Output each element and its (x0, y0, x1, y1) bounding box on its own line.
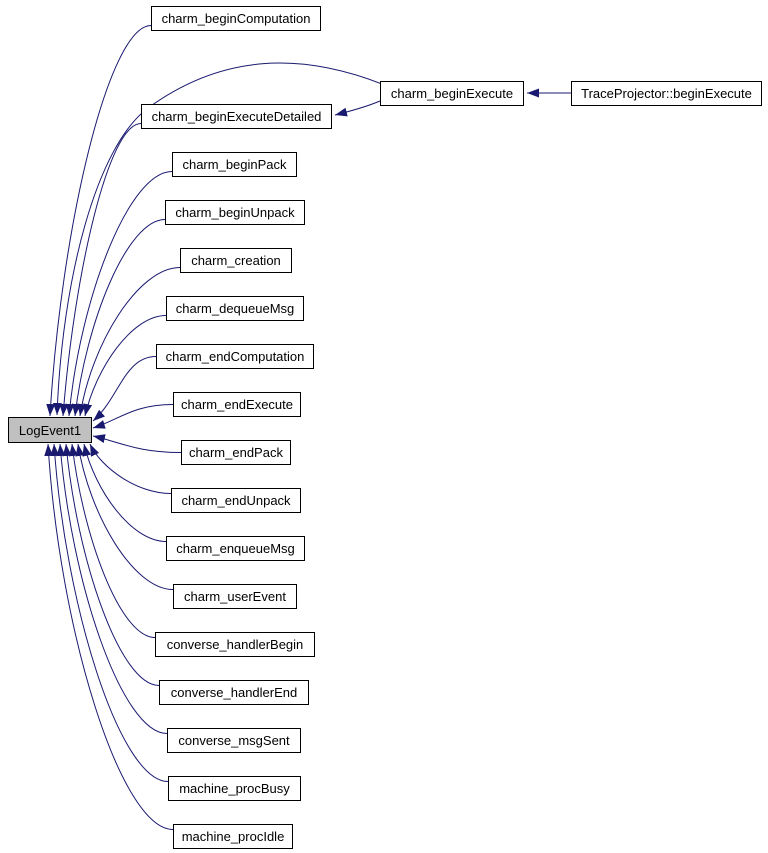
node-LogEvent1: LogEvent1 (8, 417, 92, 443)
node-converse_handlerBegin[interactable]: converse_handlerBegin (155, 632, 315, 657)
edge-charm_beginExecuteDetailed-to-LogEvent1 (59, 123, 142, 417)
node-charm_beginComputation[interactable]: charm_beginComputation (151, 6, 321, 31)
edge-charm_beginPack-to-LogEvent1 (65, 171, 173, 417)
edge-charm_creation-to-LogEvent1 (77, 267, 181, 417)
edge-charm_endComputation-to-LogEvent1 (92, 356, 157, 422)
node-TraceProjector-beginExecute[interactable]: TraceProjector::beginExecute (571, 81, 762, 106)
node-charm_endPack[interactable]: charm_endPack (181, 440, 291, 465)
edge-charm_endUnpack-to-LogEvent1 (89, 443, 172, 494)
edge-charm_dequeueMsg-to-LogEvent1 (83, 315, 167, 417)
edge-converse_handlerBegin-to-LogEvent1 (68, 443, 156, 638)
node-charm_beginExecute[interactable]: charm_beginExecute (380, 81, 524, 106)
edge-charm_userEvent-to-LogEvent1 (75, 443, 174, 590)
node-charm_endUnpack[interactable]: charm_endUnpack (171, 488, 301, 513)
edge-charm_endExecute-to-LogEvent1 (92, 404, 174, 429)
node-charm_endExecute[interactable]: charm_endExecute (173, 392, 301, 417)
edge-machine_procBusy-to-LogEvent1 (50, 443, 169, 782)
node-charm_beginPack[interactable]: charm_beginPack (172, 152, 297, 177)
node-charm_beginUnpack[interactable]: charm_beginUnpack (165, 200, 305, 225)
edge-charm_beginComputation-to-LogEvent1 (46, 25, 152, 417)
node-charm_creation[interactable]: charm_creation (180, 248, 292, 273)
node-charm_beginExecuteDetailed[interactable]: charm_beginExecuteDetailed (141, 104, 332, 129)
edge-converse_handlerEnd-to-LogEvent1 (62, 443, 160, 686)
edge-converse_msgSent-to-LogEvent1 (56, 443, 168, 734)
edge-charm_endPack-to-LogEvent1 (92, 434, 182, 453)
node-converse_handlerEnd[interactable]: converse_handlerEnd (159, 680, 309, 705)
node-charm_userEvent[interactable]: charm_userEvent (173, 584, 297, 609)
edge-charm_enqueueMsg-to-LogEvent1 (82, 443, 167, 542)
node-machine_procBusy[interactable]: machine_procBusy (168, 776, 301, 801)
node-charm_dequeueMsg[interactable]: charm_dequeueMsg (166, 296, 304, 321)
node-converse_msgSent[interactable]: converse_msgSent (167, 728, 301, 753)
node-charm_enqueueMsg[interactable]: charm_enqueueMsg (166, 536, 305, 561)
edge-machine_procIdle-to-LogEvent1 (44, 443, 174, 830)
edge-charm_beginExecute-to-charm_beginExecuteDetailed (334, 100, 381, 117)
edge-charm_beginUnpack-to-LogEvent1 (71, 219, 166, 417)
node-charm_endComputation[interactable]: charm_endComputation (156, 344, 314, 369)
node-machine_procIdle[interactable]: machine_procIdle (173, 824, 293, 849)
